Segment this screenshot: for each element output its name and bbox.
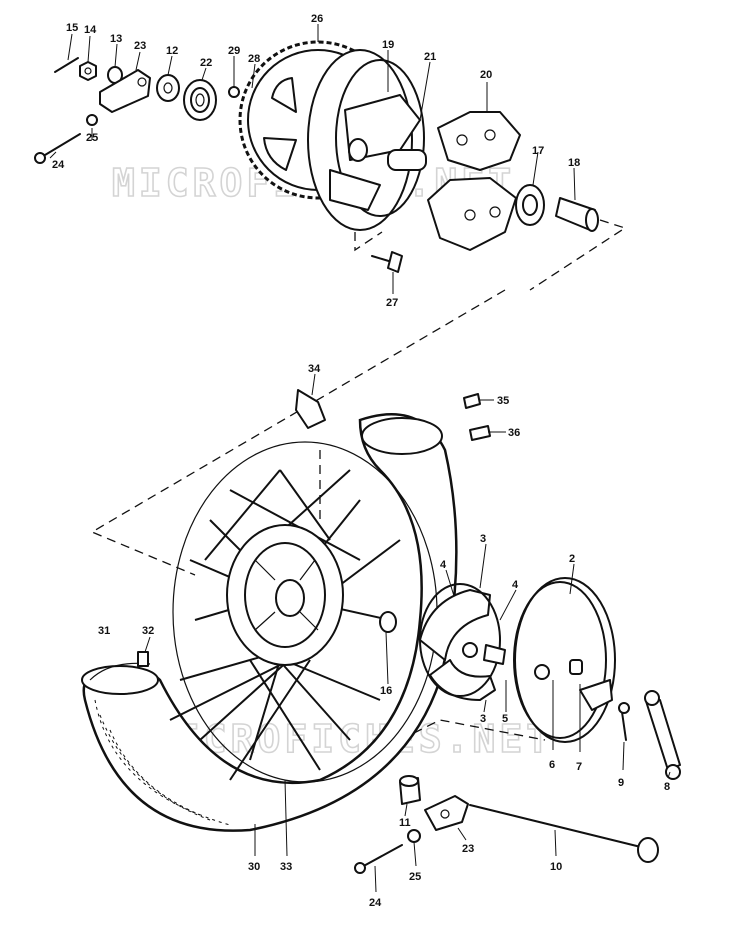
axle-spacer xyxy=(399,775,421,805)
part-label-30: 30 xyxy=(248,861,260,873)
part-label-4-left: 4 xyxy=(440,559,447,571)
part-label-32: 32 xyxy=(142,625,154,637)
part-label-19: 19 xyxy=(382,39,394,51)
part-label-21: 21 xyxy=(424,51,436,63)
spacer-tube xyxy=(555,197,599,232)
wheel-hub xyxy=(226,524,344,666)
part-label-33: 33 xyxy=(280,861,292,873)
part-label-3-bottom: 3 xyxy=(480,713,486,725)
assembly-guide-lines xyxy=(90,219,627,761)
part-label-24-bottom: 24 xyxy=(369,897,382,909)
part-label-34: 34 xyxy=(308,363,321,375)
hub-drum xyxy=(307,49,427,231)
adjuster-bolt-top xyxy=(39,133,81,159)
part-label-6: 6 xyxy=(549,759,555,771)
cush-drive-damper xyxy=(427,111,521,251)
part-label-18: 18 xyxy=(568,157,580,169)
cotter-pin xyxy=(54,57,79,73)
part-label-22: 22 xyxy=(200,57,212,69)
brake-shoes xyxy=(419,583,506,701)
brake-panel xyxy=(513,577,616,743)
part-label-8: 8 xyxy=(664,781,670,793)
part-label-25: 25 xyxy=(86,132,98,144)
valve-stem xyxy=(295,389,326,429)
adjuster-nut-bottom xyxy=(407,829,421,843)
top-assembly xyxy=(34,40,599,273)
part-label-26: 26 xyxy=(311,13,323,25)
part-label-29: 29 xyxy=(228,45,240,57)
part-label-15: 15 xyxy=(66,22,78,34)
leader-lines xyxy=(49,24,671,893)
part-labels: 15 14 13 23 12 22 29 28 26 19 21 20 17 1… xyxy=(52,13,670,909)
sprocket-nut xyxy=(228,86,240,98)
part-label-7: 7 xyxy=(576,761,582,773)
rim-fitting xyxy=(379,611,397,633)
part-label-25-bottom: 25 xyxy=(409,871,421,883)
spoke-nipple-36 xyxy=(469,425,491,441)
part-label-27: 27 xyxy=(386,297,398,309)
part-label-10: 10 xyxy=(550,861,562,873)
chain-adjuster-bottom xyxy=(424,795,469,831)
spacer xyxy=(156,74,180,102)
part-label-12: 12 xyxy=(166,45,178,57)
torque-link xyxy=(618,690,681,780)
adjuster-nut-top xyxy=(86,114,98,126)
part-label-31: 31 xyxy=(98,625,110,637)
bearing xyxy=(183,79,217,121)
part-label-20: 20 xyxy=(480,69,492,81)
part-label-3-top: 3 xyxy=(480,533,486,545)
part-label-36: 36 xyxy=(508,427,520,439)
part-label-14: 14 xyxy=(84,24,97,36)
part-label-16: 16 xyxy=(380,685,392,697)
part-label-28: 28 xyxy=(248,53,260,65)
part-label-9: 9 xyxy=(618,777,624,789)
bottom-assembly xyxy=(81,389,681,874)
rim-band-tab xyxy=(137,651,149,667)
spoke-nipple-35 xyxy=(463,393,481,409)
part-label-5: 5 xyxy=(502,713,508,725)
part-label-24: 24 xyxy=(52,159,65,171)
part-label-23: 23 xyxy=(134,40,146,52)
part-label-35: 35 xyxy=(497,395,509,407)
rear-axle xyxy=(469,804,659,863)
part-label-13: 13 xyxy=(110,33,122,45)
hub-bearing xyxy=(515,184,545,226)
axle-nut xyxy=(79,61,97,81)
drum-bolt xyxy=(371,251,403,273)
part-label-23-bottom: 23 xyxy=(462,843,474,855)
adjuster-bolt-bottom xyxy=(354,844,403,874)
part-label-17: 17 xyxy=(532,145,544,157)
part-label-11: 11 xyxy=(399,817,411,829)
part-label-4-right: 4 xyxy=(512,579,519,591)
part-label-2: 2 xyxy=(569,553,575,565)
chain-adjuster-top xyxy=(99,69,151,113)
